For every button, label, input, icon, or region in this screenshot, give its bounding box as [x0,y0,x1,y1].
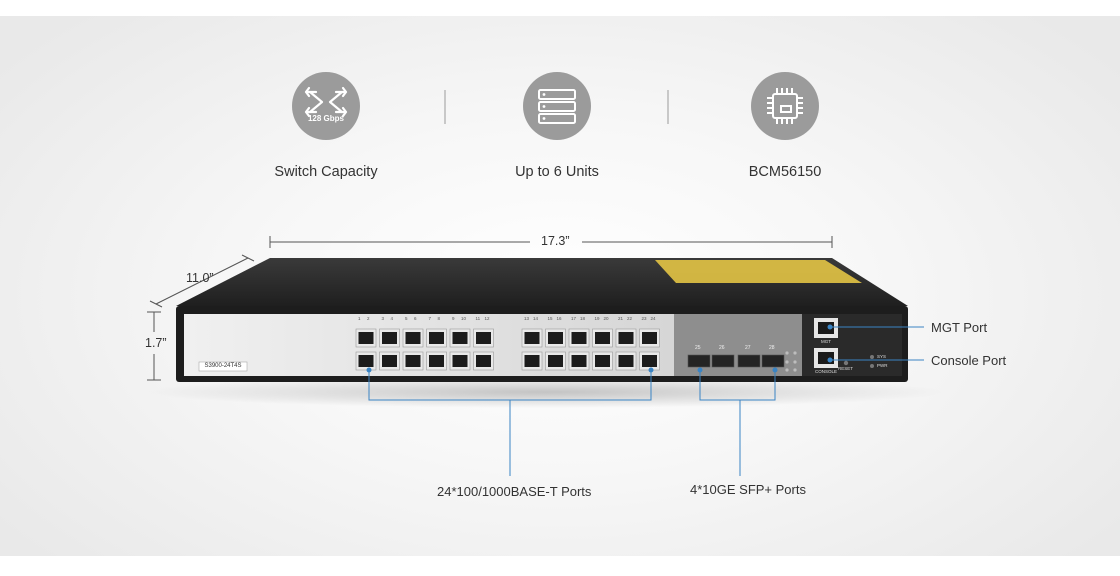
port-number: 6 [414,316,417,321]
port-number: 1 [358,316,361,321]
rj45-port-socket [595,355,610,367]
rj45-port-socket [405,332,421,344]
pwr-label: PWR [877,363,888,368]
port-number: 11 [475,316,481,321]
rj45-port-socket [548,332,563,344]
port-number: 20 [603,316,609,321]
port-number: 3 [381,316,385,321]
capacity-badge: 128 Gbps [307,114,344,123]
rj45-port-socket [595,332,610,344]
port-number: 9 [452,316,455,321]
feature-label: BCM56150 [748,164,822,180]
separator [667,90,669,124]
chip-icon [751,72,819,140]
sfp-port[interactable] [687,354,711,368]
network-switch-arrows-icon: 128 Gbps [292,72,360,140]
rj45-ports-callout: 24*100/1000BASE-T Ports [437,484,592,499]
pwr-led [870,364,874,368]
sfp-port-number: 27 [745,345,751,351]
port-number: 16 [556,316,562,321]
model-label: S3900-24T4S [204,363,242,369]
port-number: 2 [367,316,370,321]
rj45-port-socket [524,355,540,367]
port-number: 12 [484,316,490,321]
rj45-port-socket [429,332,444,344]
sfp-ports-callout: 4*10GE SFP+ Ports [690,482,806,497]
reset-label: RESET [838,366,854,371]
rj45-port-socket [524,332,540,344]
sys-led [870,355,874,359]
port-number: 21 [618,316,624,321]
feature-label: Switch Capacity [274,164,378,180]
sfp-port-number: 25 [695,345,701,351]
rj45-port-socket [571,355,587,367]
rj45-port-socket [548,355,563,367]
reset-button[interactable] [843,360,849,366]
port-number: 18 [580,316,586,321]
feature-stacking: Up to 6 Units [457,72,657,180]
rj45-port-socket [382,355,397,367]
port-number: 17 [571,316,577,321]
height-dimension: 1.7” [145,336,167,350]
port-number: 8 [437,316,441,321]
stacked-units-icon [523,72,591,140]
rj45-port-socket [405,355,421,367]
rj45-port-socket [382,332,397,344]
port-number: 24 [650,316,656,321]
port-number: 15 [547,316,553,321]
port-number: 22 [627,316,633,321]
port-number: 23 [641,316,647,321]
width-dimension: 17.3” [541,234,570,248]
sfp-port[interactable] [737,354,761,368]
rj45-port-socket [642,355,657,367]
port-number: 7 [428,316,432,321]
sfp-port-number: 26 [719,345,725,351]
mgt-port-callout: MGT Port [931,320,988,335]
port-number: 13 [524,316,530,321]
port-number: 19 [594,316,600,321]
rj45-port-socket [476,355,491,367]
sfp-port-number: 28 [769,345,775,351]
sys-label: SYS [877,354,887,359]
rj45-port-socket [476,332,491,344]
console-port-label: CONSOLE [814,369,837,374]
sfp-port[interactable] [711,354,735,368]
mgt-port-label: MGT [821,339,831,344]
depth-dimension: 11.0” [186,271,214,285]
feature-chipset: BCM56150 [685,72,885,180]
sfp-port[interactable] [761,354,785,368]
rj45-port-socket [618,355,634,367]
feature-switch-capacity: 128 Gbps Switch Capacity [226,72,426,180]
console-port-callout: Console Port [931,353,1007,368]
feature-label: Up to 6 Units [515,164,599,180]
rj45-port-socket [358,332,374,344]
rj45-port-socket [571,332,587,344]
rj45-port-socket [358,355,374,367]
port-number: 5 [405,316,408,321]
model-label-plate [198,361,248,372]
rj45-port-socket [452,355,468,367]
port-number: 10 [461,316,467,321]
rj45-port-socket [429,355,444,367]
port-number: 4 [390,316,394,321]
rj45-port-socket [618,332,634,344]
rj45-port-socket [452,332,468,344]
port-number: 14 [533,316,539,321]
rj45-port-socket [642,332,657,344]
top-label-plate [655,260,862,283]
separator [444,90,446,124]
